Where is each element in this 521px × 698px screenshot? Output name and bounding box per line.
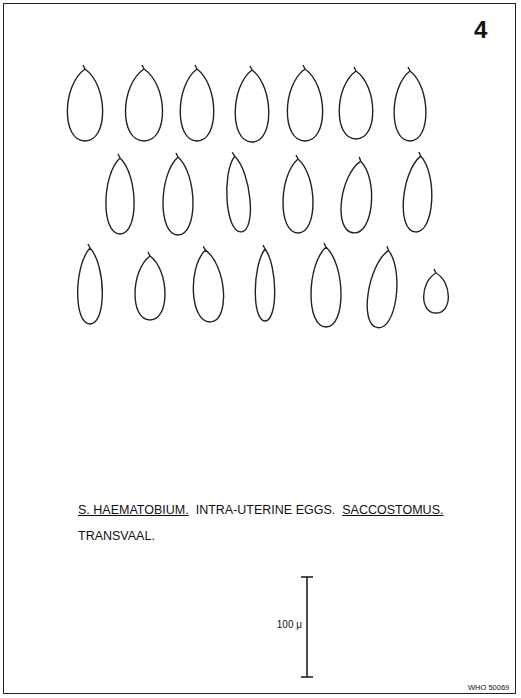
egg-outline <box>106 154 134 234</box>
egg-outline <box>287 65 322 141</box>
host-name: SACCOSTOMUS. <box>342 504 443 517</box>
egg-outline <box>311 243 341 327</box>
egg-outline <box>135 252 165 320</box>
species-name: S. HAEMATOBIUM. <box>78 504 189 517</box>
egg-outline <box>283 155 313 233</box>
egg-outline <box>235 66 268 142</box>
egg-outline <box>255 245 274 321</box>
page-frame <box>3 3 516 694</box>
egg-outline <box>190 245 225 323</box>
scale-label: 100 μ <box>277 620 302 630</box>
figure-number: 4 <box>474 18 487 42</box>
egg-outline <box>364 244 403 329</box>
egg-outline <box>78 244 103 324</box>
locality: TRANSVAAL. <box>78 530 155 543</box>
egg-outline <box>125 65 162 141</box>
scale-bar <box>301 577 313 677</box>
egg-outline <box>180 65 213 141</box>
figure-code: WHO 50069 <box>468 684 509 692</box>
egg-outline <box>163 153 193 235</box>
egg-outline <box>401 151 435 233</box>
egg-outline <box>338 156 376 235</box>
egg-outline <box>424 269 449 313</box>
egg-outline <box>223 151 253 233</box>
egg-outline <box>67 65 102 141</box>
egg-outline <box>394 67 426 141</box>
egg-outline <box>339 67 372 139</box>
caption-text: INTRA-UTERINE EGGS. <box>196 504 336 517</box>
